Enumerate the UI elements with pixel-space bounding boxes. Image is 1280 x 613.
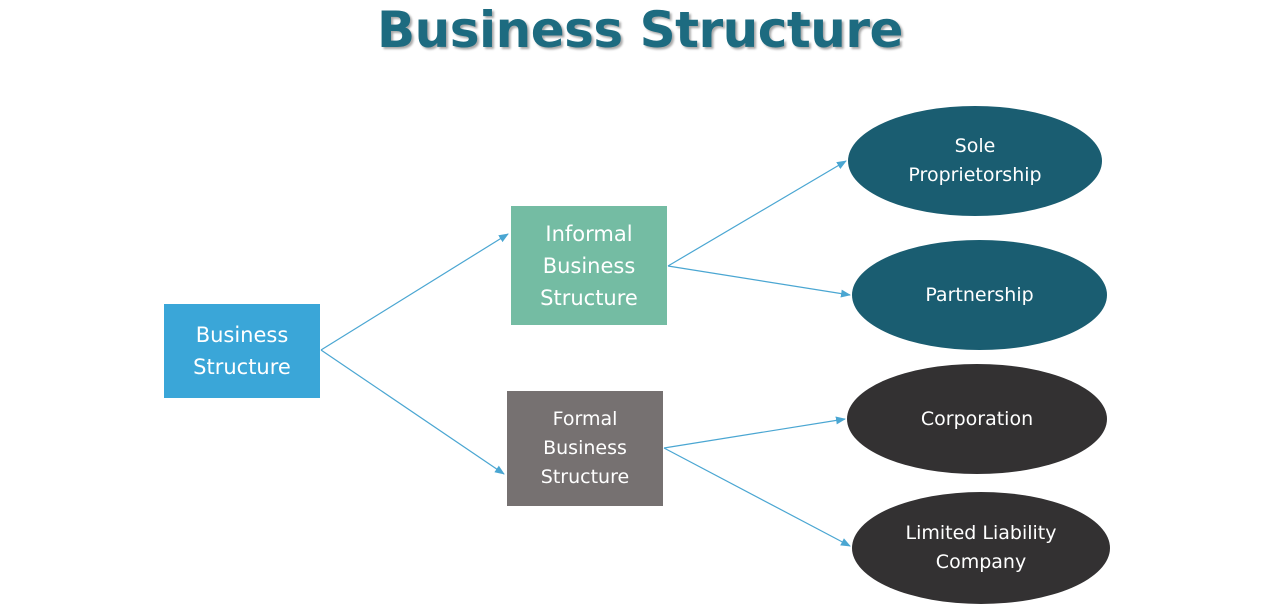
connector-root-to-formal — [320, 349, 505, 475]
node-partnership: Partnership — [852, 240, 1107, 350]
connector-root-to-informal — [320, 233, 509, 351]
connector-informal-to-sole — [667, 160, 847, 267]
diagram-title: Business Structure — [377, 1, 903, 59]
connector-formal-to-corporation — [663, 416, 846, 449]
node-formal-business-structure: Formal Business Structure — [507, 391, 663, 506]
node-business-structure: Business Structure — [164, 304, 320, 398]
node-corporation: Corporation — [847, 364, 1107, 474]
connector-informal-to-partnership — [667, 265, 851, 298]
connector-formal-to-llc — [663, 447, 851, 547]
node-limited-liability-company: Limited Liability Company — [852, 492, 1110, 604]
node-informal-business-structure: Informal Business Structure — [511, 206, 667, 325]
node-sole-proprietorship: Sole Proprietorship — [848, 106, 1102, 216]
